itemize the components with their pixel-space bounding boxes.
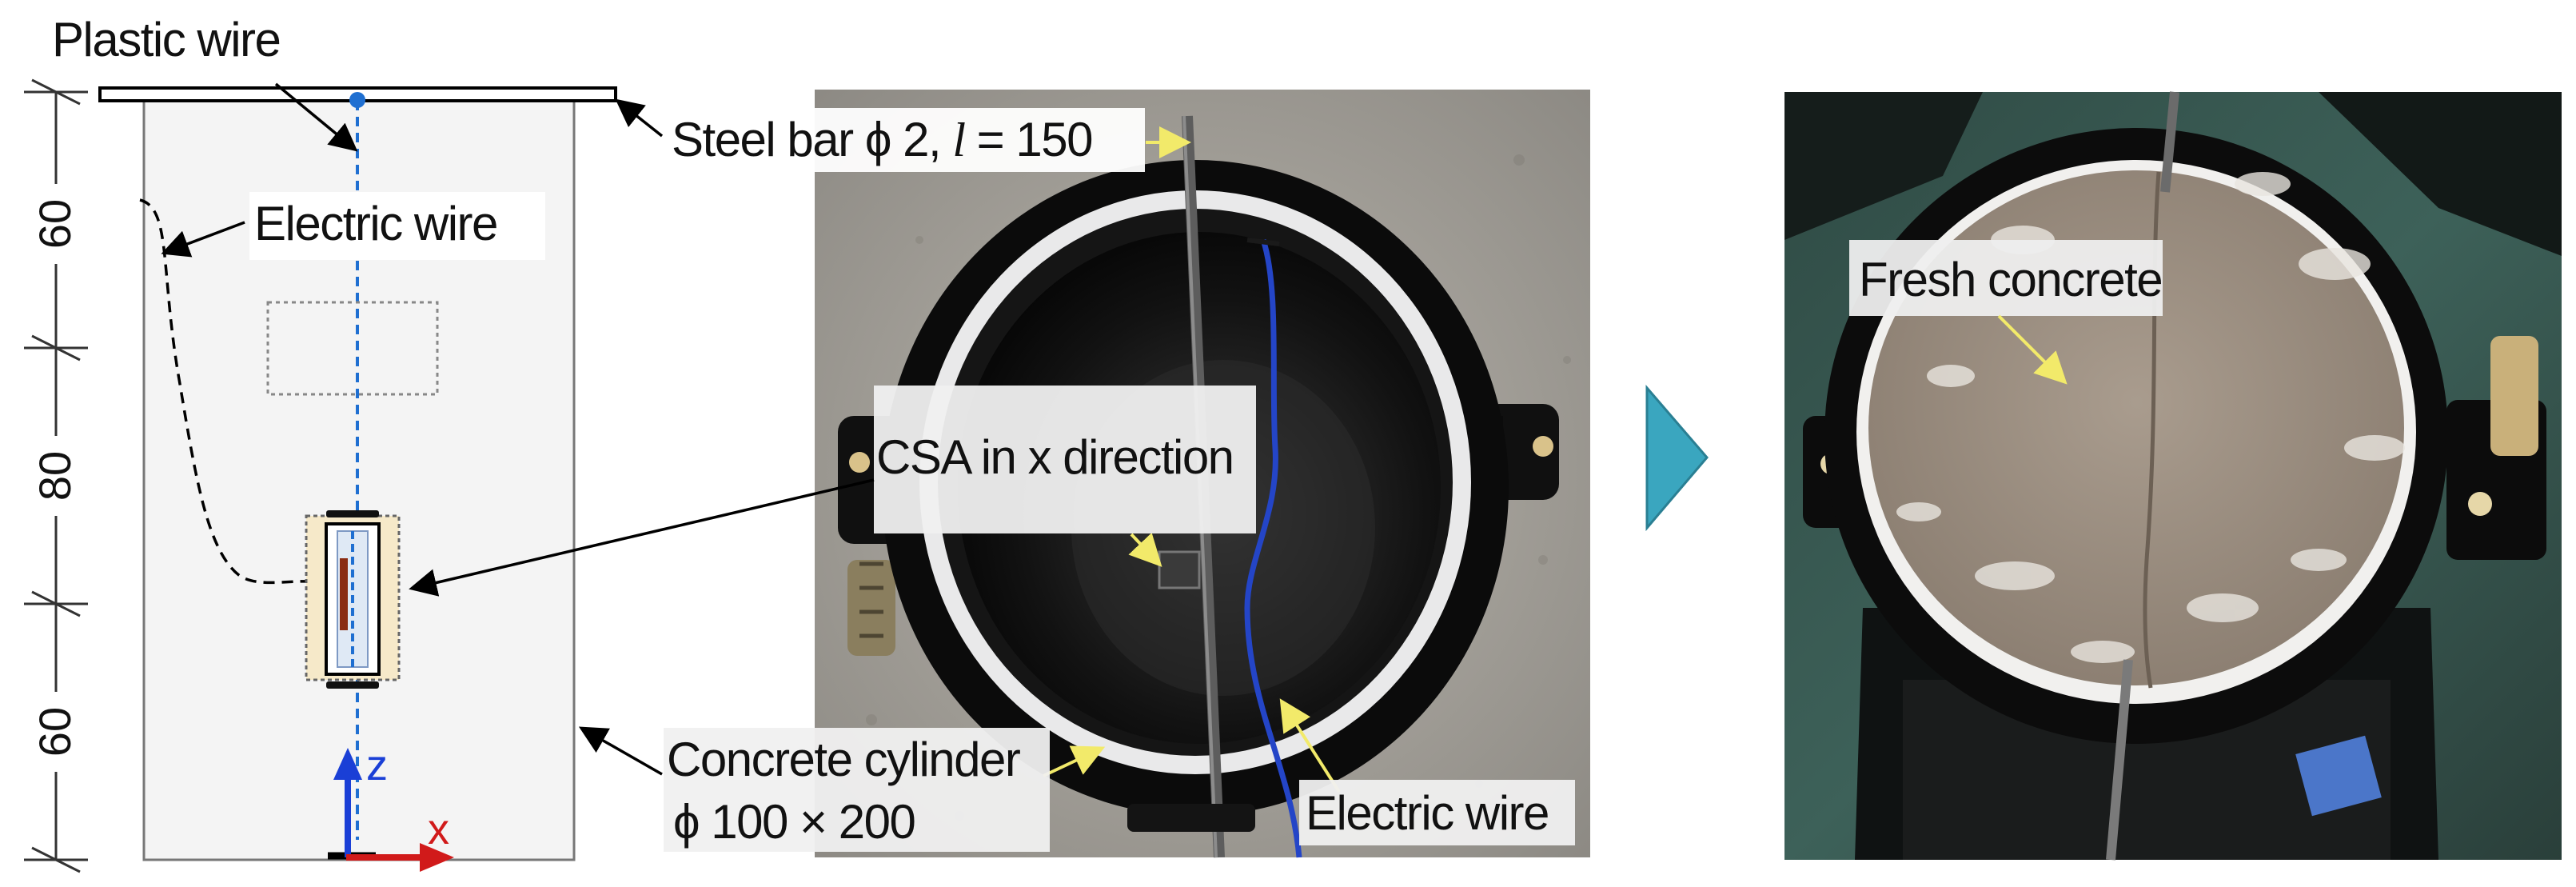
electric-wire-label: Electric wire bbox=[254, 197, 497, 250]
dimension-label: 60 bbox=[30, 707, 80, 757]
plastic-wire-leader bbox=[274, 82, 358, 152]
fresh-steel-bar-lower bbox=[2106, 659, 2133, 861]
photo-sensor bbox=[1158, 550, 1201, 589]
steel-bar-label: Steel bar ϕ 2, l = 150 bbox=[672, 113, 1092, 166]
x-axis-arrowhead bbox=[420, 843, 454, 872]
yellow-arrow-electric-wire bbox=[1279, 698, 1341, 793]
fresh-concrete-leader bbox=[1997, 314, 2068, 385]
csa-leader bbox=[409, 478, 875, 597]
fresh-concrete-label: Fresh concrete bbox=[1859, 253, 2162, 306]
photo-electric-wire bbox=[1244, 238, 1302, 858]
dimension-ticks bbox=[24, 78, 88, 873]
photo-fresh-concrete: Fresh concrete bbox=[1784, 91, 2562, 861]
fresh-steel-bar bbox=[2160, 91, 2179, 193]
axis-x-label: x bbox=[428, 805, 449, 853]
cylinder-label-line1: Concrete cylinder bbox=[667, 733, 1020, 786]
yellow-arrow-cylinder bbox=[1043, 745, 1106, 777]
axis-z-label: z bbox=[366, 741, 388, 789]
steel-bar-leader bbox=[615, 98, 664, 138]
dimension-label: 80 bbox=[30, 451, 80, 501]
plastic-wire-label: Plastic wire bbox=[52, 13, 280, 66]
shared-labels: Steel bar ϕ 2, l = 150 CSA in x directio… bbox=[409, 108, 1575, 852]
photo-electric-wire-label: Electric wire bbox=[1306, 786, 1549, 840]
cylinder-label-line2: ϕ 100 × 200 bbox=[673, 795, 915, 849]
csa-sensor bbox=[305, 510, 401, 689]
dotted-region bbox=[266, 301, 439, 396]
plastic-wire-anchor bbox=[349, 92, 365, 108]
electric-wire-leader bbox=[161, 221, 245, 258]
csa-label: CSA in x direction bbox=[876, 430, 1234, 484]
next-step-arrow bbox=[1645, 384, 1709, 532]
z-axis-arrowhead bbox=[333, 748, 362, 780]
schematic: 60 80 60 z x Plastic wir bbox=[24, 13, 664, 873]
dimension-label: 60 bbox=[30, 199, 80, 249]
cylinder-leader bbox=[578, 726, 663, 776]
yellow-arrow-sensor bbox=[1128, 532, 1162, 567]
